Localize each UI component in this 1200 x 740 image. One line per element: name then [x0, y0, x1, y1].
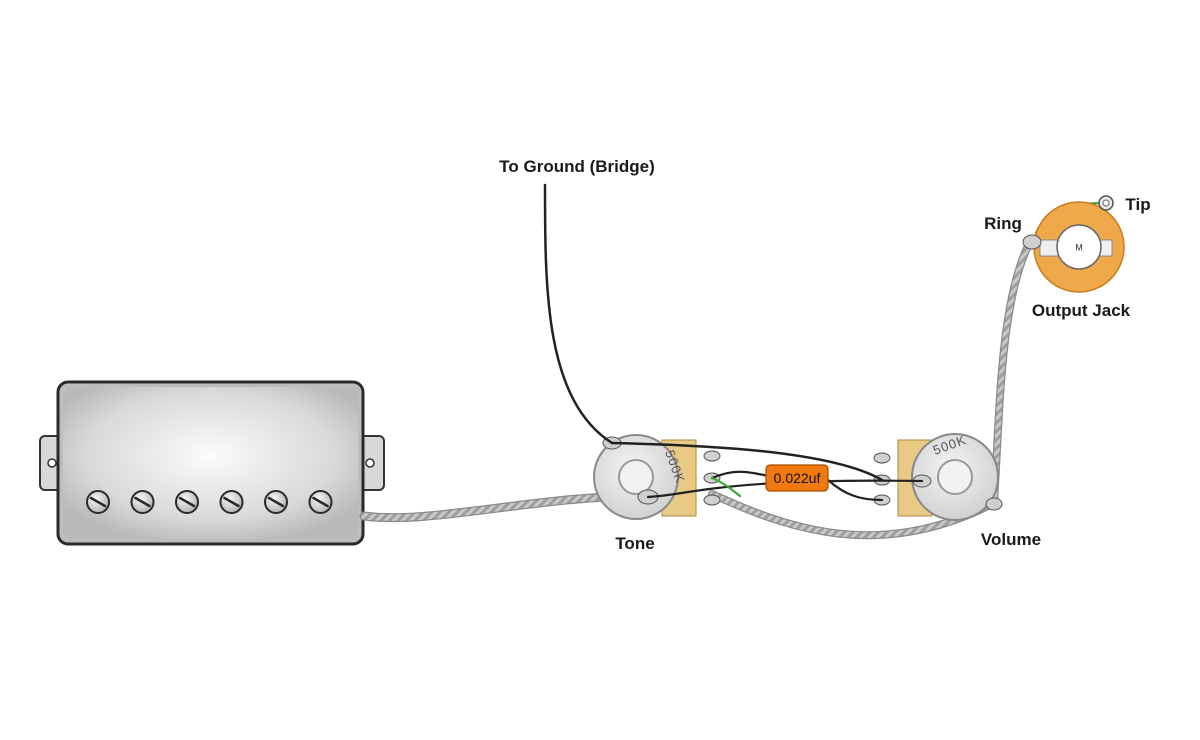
- mount-hole-icon: [365, 458, 375, 468]
- tone-to-cap-wire: [710, 470, 770, 480]
- tone-lug: [703, 494, 721, 506]
- pole-screw-icon: [264, 490, 288, 514]
- capacitor-body: [765, 464, 829, 492]
- capacitor-value: 0.022uf: [774, 470, 821, 486]
- tone-label: Tone: [615, 534, 654, 553]
- pole-screw-icon: [86, 490, 110, 514]
- volume-lug: [873, 452, 891, 464]
- pickup-cover-face: [63, 387, 358, 539]
- tip-lug-hole-icon: [1102, 199, 1110, 207]
- volume-pot-shaft: [937, 459, 973, 495]
- mount-hole-icon: [47, 458, 57, 468]
- pole-screw-icon: [175, 490, 199, 514]
- output-jack-label: Output Jack: [1032, 301, 1131, 320]
- ground-label: To Ground (Bridge): [499, 157, 655, 176]
- capacitor: 0.022uf: [765, 464, 829, 492]
- pickup-hot-wire: [646, 479, 924, 499]
- tip-label: Tip: [1125, 195, 1150, 214]
- ring-label: Ring: [984, 214, 1022, 233]
- humbucker-pickup: [39, 380, 385, 546]
- ground-wire: [543, 183, 614, 445]
- tone-to-volume-wire: [610, 441, 884, 482]
- cap-to-volume-wire: [826, 478, 884, 502]
- jack-center: [1056, 224, 1102, 270]
- jack-center-mark: M: [1075, 243, 1083, 253]
- pole-screw-icon: [308, 490, 333, 514]
- pole-screw-icon: [130, 490, 155, 514]
- output-jack: M: [1022, 195, 1125, 293]
- tone-lug: [703, 450, 721, 462]
- volume-label: Volume: [981, 530, 1041, 549]
- wires: [543, 183, 1105, 502]
- ground-green-wire: [710, 476, 742, 498]
- ring-solder-joint: [1022, 234, 1042, 250]
- volume-pot: 500K: [873, 432, 1003, 521]
- pole-screw-icon: [219, 490, 244, 514]
- pole-screws: [86, 490, 333, 514]
- solder-joint: [985, 497, 1003, 511]
- tone-pot-shaft: [618, 459, 654, 495]
- tone-pot: 500K: [593, 434, 721, 520]
